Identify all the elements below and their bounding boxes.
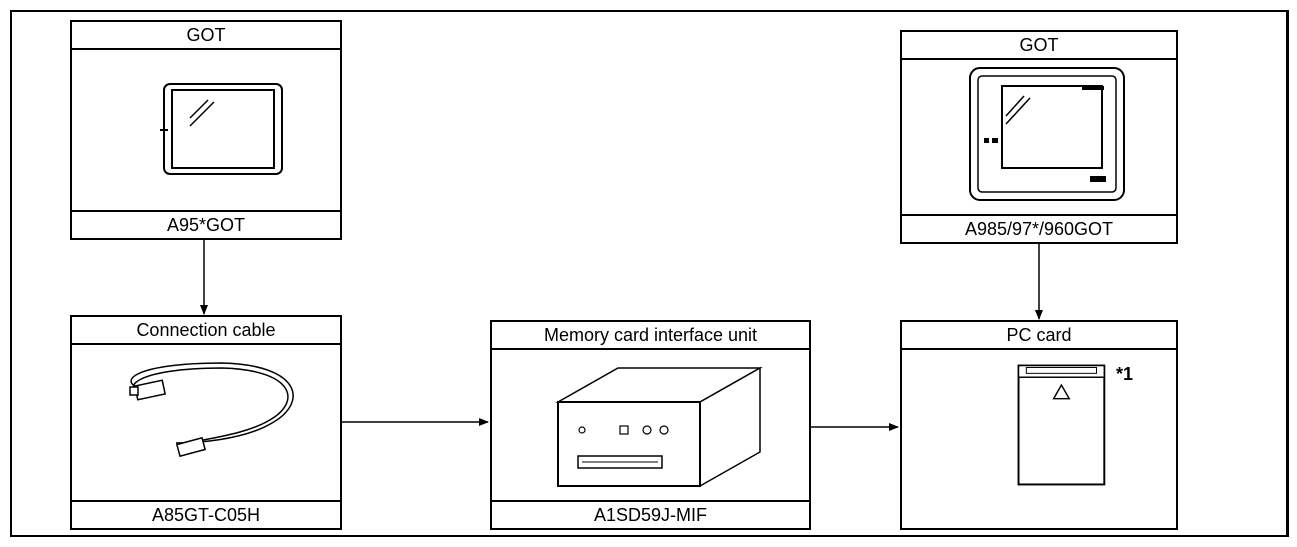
interface-title: Memory card interface unit [492,322,809,350]
pc-card-footnote-mark: *1 [1116,364,1133,385]
box-memory-card-interface: Memory card interface unit A1SD59J-MIF [490,320,811,530]
box-pc-card: PC card *1 [900,320,1178,530]
interface-caption: A1SD59J-MIF [492,500,809,528]
box-got-a95: GOT A95*GOT [70,20,342,240]
cable-caption: A85GT-C05H [72,500,340,528]
cable-title: Connection cable [72,317,340,345]
got-a95-caption: A95*GOT [72,210,340,238]
interface-illustration [492,348,809,502]
got-a985-caption: A985/97*/960GOT [902,214,1176,242]
pc-card-title: PC card [902,322,1176,350]
got-a95-title: GOT [72,22,340,50]
got-a95-illustration [72,48,340,212]
got-a985-title: GOT [902,32,1176,60]
box-connection-cable: Connection cable A85GT-C05H [70,315,342,530]
got-a985-illustration [902,58,1176,216]
cable-illustration [72,343,340,502]
pc-card-illustration [902,348,1176,502]
box-got-a985: GOT A985/97*/960GOT [900,30,1178,244]
